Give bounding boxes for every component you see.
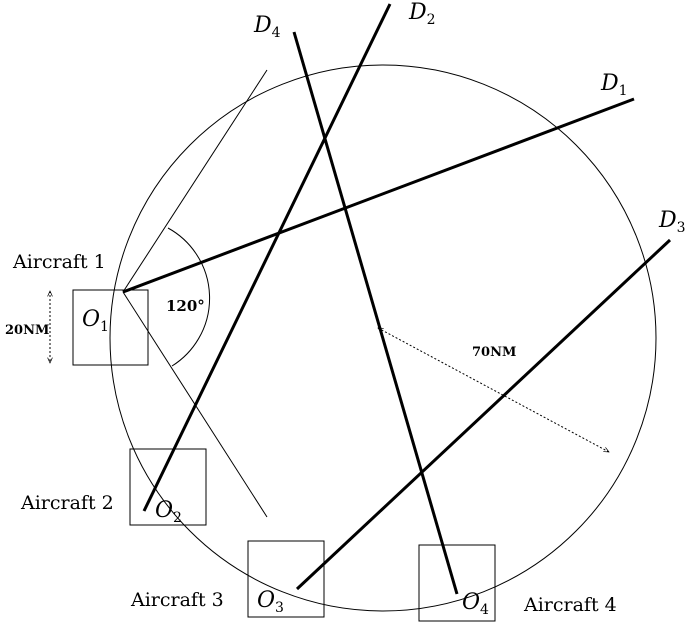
origin-label-2: O2 xyxy=(155,498,182,526)
origin-box-4 xyxy=(418,544,496,622)
dest-label-2: D2 xyxy=(408,0,436,28)
dest-label-4: D4 xyxy=(253,13,281,41)
origin-box-1 xyxy=(72,289,149,366)
angle-label: 120° xyxy=(166,297,205,315)
origin-label-1: O1 xyxy=(82,307,109,335)
trajectory-3 xyxy=(295,238,672,591)
aircraft-4-label: Aircraft 4 xyxy=(523,594,617,616)
trajectory-1 xyxy=(122,97,635,294)
radius-label: 70NM xyxy=(472,345,516,360)
box-size-label: 20NM xyxy=(5,323,49,338)
trajectory-4 xyxy=(292,31,459,595)
wedge-line-upper xyxy=(122,69,268,293)
dest-label-3: D3 xyxy=(658,208,686,236)
dest-label-1: D1 xyxy=(600,71,628,99)
origin-label-3: O3 xyxy=(257,588,284,616)
trajectory-2 xyxy=(142,3,392,512)
aircraft-2-label: Aircraft 2 xyxy=(20,492,114,514)
aircraft-3-label: Aircraft 3 xyxy=(130,589,224,611)
airspace-circle xyxy=(109,64,657,612)
angle-arc xyxy=(167,227,211,367)
origin-box-3 xyxy=(247,540,325,618)
origin-box-2 xyxy=(129,448,207,526)
origin-label-4: O4 xyxy=(462,590,489,618)
aircraft-1-label: Aircraft 1 xyxy=(12,251,106,273)
